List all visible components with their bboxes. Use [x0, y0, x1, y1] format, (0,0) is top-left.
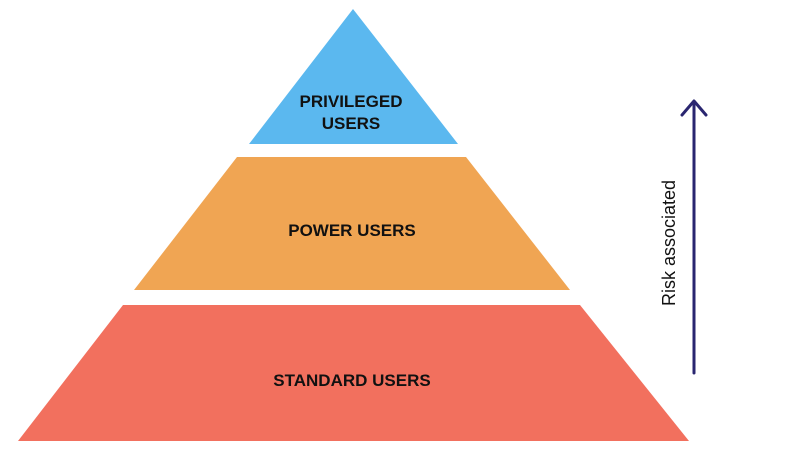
- tier-power-users-shape: [134, 157, 570, 290]
- tier-privileged-users-label-line-2: USERS: [322, 114, 381, 133]
- risk-arrow-head: [680, 99, 708, 117]
- tier-privileged-users: PRIVILEGED USERS: [249, 9, 458, 144]
- risk-arrow: [680, 99, 708, 375]
- tier-standard-users-shape: [18, 305, 689, 441]
- tier-privileged-users-label-line-1: PRIVILEGED: [300, 92, 403, 111]
- risk-axis-label: Risk associated: [659, 180, 679, 306]
- tier-power-users-label: POWER USERS: [288, 221, 416, 240]
- tier-power-users: POWER USERS: [134, 157, 570, 290]
- tier-standard-users: STANDARD USERS: [18, 305, 689, 441]
- tier-standard-users-label: STANDARD USERS: [273, 371, 430, 390]
- tier-privileged-users-shape: [249, 9, 458, 144]
